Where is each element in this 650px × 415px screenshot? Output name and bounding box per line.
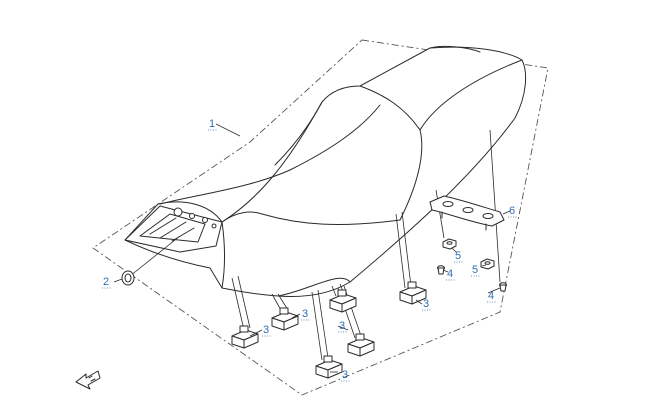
callouts: 1 2 3 3 3 3 3 4 <box>102 118 517 382</box>
callout-label: 4 <box>447 268 453 280</box>
callout-4-b[interactable]: 4 <box>487 290 496 303</box>
callout-4-a[interactable]: 4 <box>446 268 455 281</box>
rubber-bumper <box>347 333 375 357</box>
mounting-alignment-lines <box>231 129 501 361</box>
nuts[interactable] <box>442 238 495 270</box>
callout-label: 5 <box>472 264 478 276</box>
callout-label: 3 <box>339 320 345 332</box>
callout-3-d[interactable]: 3 <box>341 369 350 382</box>
callout-leaders <box>113 123 511 373</box>
assembly-boundary <box>92 39 549 396</box>
bolt <box>437 265 445 275</box>
callout-3-a[interactable]: 3 <box>262 324 271 337</box>
rubber-bumpers[interactable] <box>231 281 427 379</box>
nut <box>480 258 495 270</box>
callout-label: 6 <box>509 205 515 217</box>
callout-5-a[interactable]: 5 <box>454 250 463 263</box>
callout-3-e[interactable]: 3 <box>422 298 431 311</box>
rubber-bumper <box>271 307 299 331</box>
front-direction-arrow-icon <box>75 370 101 390</box>
rubber-bumper <box>315 355 343 379</box>
seat[interactable] <box>124 45 527 297</box>
callout-6[interactable]: 6 <box>508 205 517 218</box>
callout-5-b[interactable]: 5 <box>471 264 480 277</box>
bolt <box>499 282 507 292</box>
callout-label: 3 <box>302 308 308 320</box>
callout-2[interactable]: 2 <box>102 276 111 289</box>
seat-lock-knob[interactable] <box>121 235 181 286</box>
callout-label: 2 <box>103 276 109 288</box>
rubber-bumper <box>231 325 259 349</box>
callout-label: 1 <box>209 118 215 130</box>
rubber-bumper <box>329 289 357 313</box>
nut <box>442 238 457 250</box>
callout-label: 3 <box>263 324 269 336</box>
callout-label: 3 <box>342 369 348 381</box>
callout-label: 3 <box>423 298 429 310</box>
callout-3-c[interactable]: 3 <box>338 320 347 333</box>
callout-3-b[interactable]: 3 <box>301 308 310 321</box>
seat-bracket[interactable] <box>429 195 505 231</box>
callout-1[interactable]: 1 <box>208 118 217 131</box>
callout-label: 5 <box>455 250 461 262</box>
bolts[interactable] <box>437 265 507 292</box>
rubber-bumper <box>399 281 427 305</box>
callout-label: 4 <box>488 290 494 302</box>
